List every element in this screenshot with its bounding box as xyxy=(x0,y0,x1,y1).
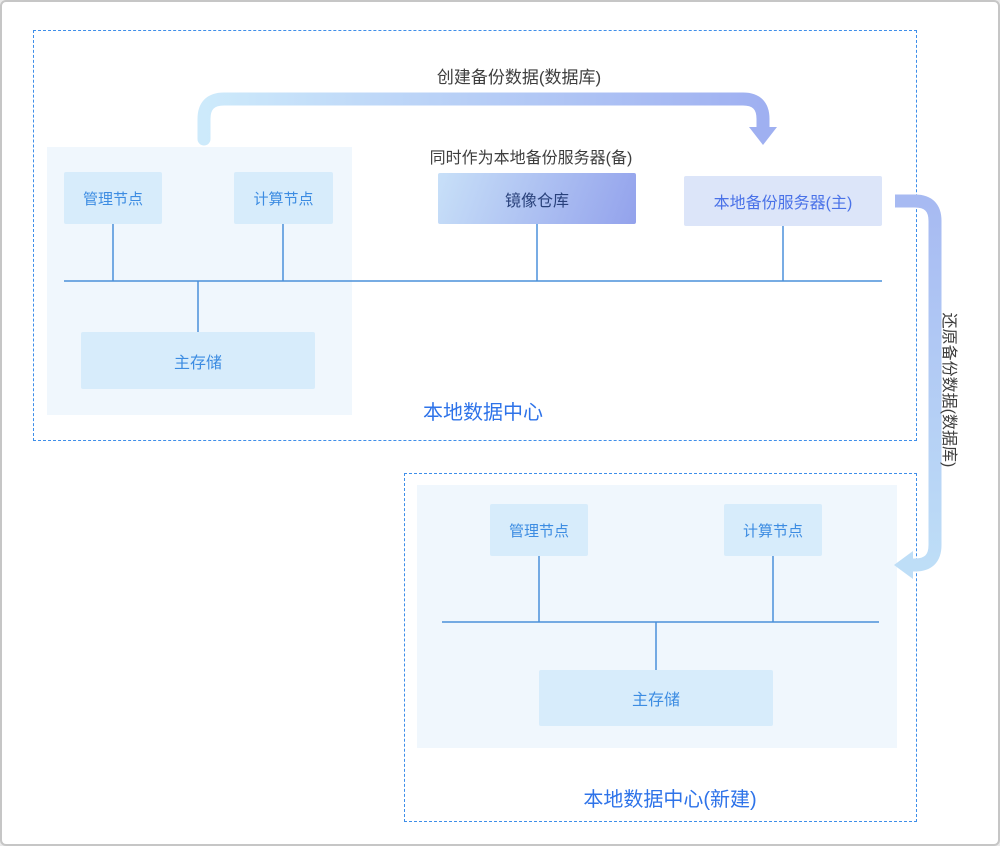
dc2-node-compute: 计算节点 xyxy=(724,504,822,556)
create-backup-arrow xyxy=(197,92,777,146)
create-backup-arrowhead-icon xyxy=(749,127,777,145)
dc1-node-backup-server: 本地备份服务器(主) xyxy=(684,176,882,226)
dc1-node-management: 管理节点 xyxy=(64,172,162,224)
restore-backup-arrowhead-icon xyxy=(894,551,913,579)
dc1-network-lines xyxy=(64,224,882,332)
restore-backup-label: 还原备份数据(数据库) xyxy=(940,312,957,468)
dc1-node-compute: 计算节点 xyxy=(234,172,333,224)
datacenter-new-boundary xyxy=(404,473,917,822)
datacenter-primary-boundary xyxy=(33,30,917,441)
dual-role-label: 同时作为本地备份服务器(备) xyxy=(429,150,633,167)
dc1-node-mirror-repo: 镜像仓库 xyxy=(438,173,636,224)
dc1-title: 本地数据中心 xyxy=(423,402,543,424)
create-backup-label: 创建备份数据(数据库) xyxy=(436,68,602,87)
create-backup-arrow-path xyxy=(197,92,770,146)
dc2-node-management: 管理节点 xyxy=(490,504,588,556)
dc2-node-storage: 主存储 xyxy=(539,670,773,726)
dc2-title: 本地数据中心(新建) xyxy=(583,789,757,811)
dc1-node-storage: 主存储 xyxy=(81,332,315,389)
restore-backup-arrow xyxy=(894,194,942,579)
dc2-network-lines xyxy=(442,556,879,670)
restore-backup-arrow-path xyxy=(895,194,942,572)
